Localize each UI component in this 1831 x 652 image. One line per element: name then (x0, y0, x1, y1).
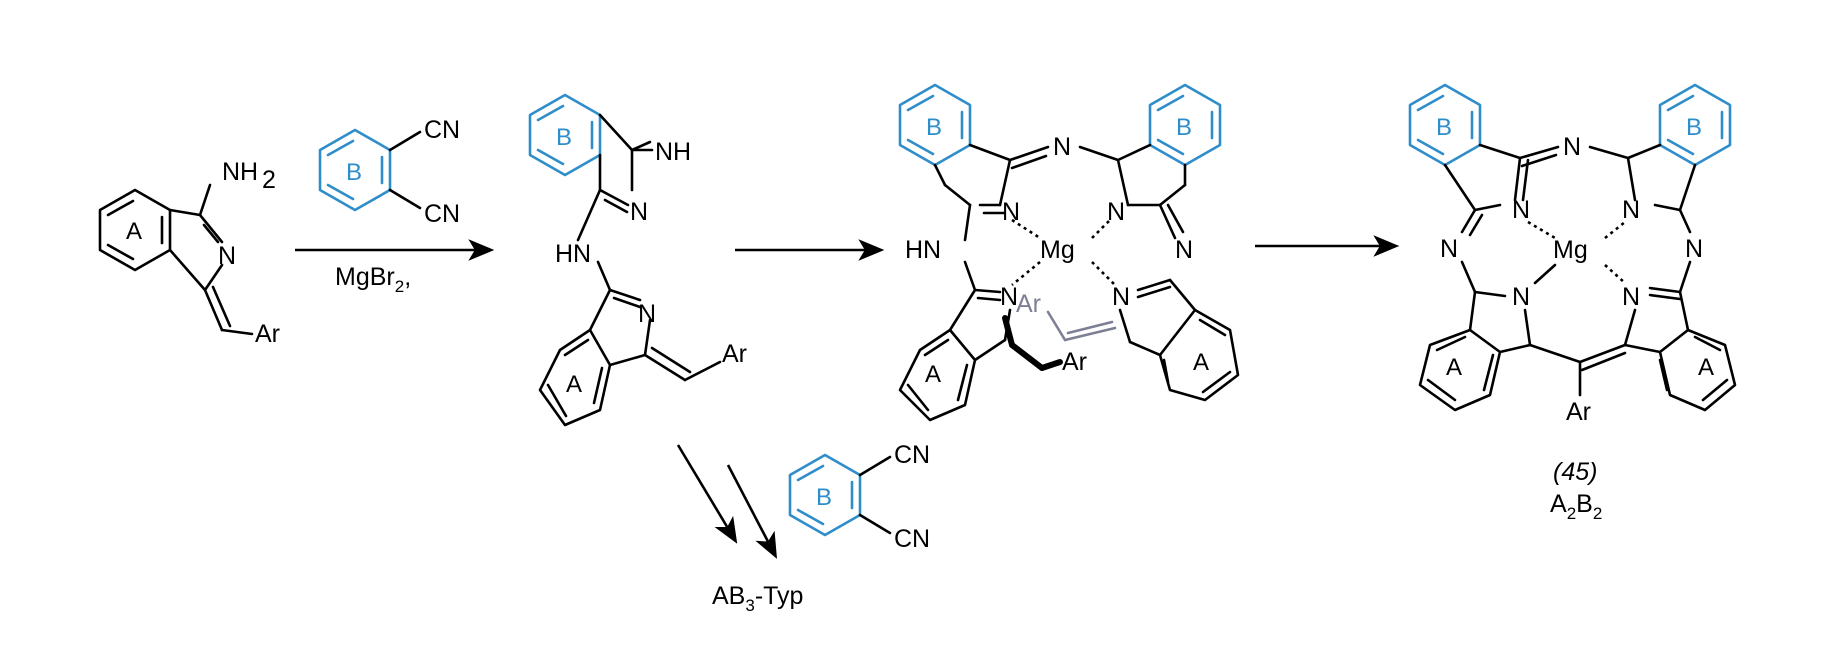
ring-a-label: A (925, 361, 941, 388)
compound-number: (45) (1553, 458, 1597, 486)
ar-label: Ar (255, 320, 280, 348)
n-label: N (1622, 283, 1640, 311)
n-label: N (1563, 133, 1581, 161)
ring-b-label: B (816, 484, 832, 511)
nh2-label: NH (222, 158, 258, 186)
ar-label: Ar (1566, 398, 1591, 426)
ring-b-label: B (1436, 114, 1452, 141)
ring-b-label: B (556, 124, 572, 151)
starting-material: NH 2 N Ar A (98, 158, 280, 348)
ring-a-label: A (1698, 354, 1714, 381)
n-label: N (1002, 198, 1020, 226)
dimer-intermediate: B NH N HN N Ar A (528, 93, 747, 427)
n-label: N (1440, 235, 1458, 263)
hn-label: HN (905, 236, 941, 264)
n-label: N (638, 300, 656, 328)
cn-label-bottom: CN (894, 525, 930, 553)
n-label: N (1175, 236, 1193, 264)
ring-a-label: A (566, 371, 582, 398)
mg-template-intermediate: B B N N HN N N Mg (898, 83, 1240, 422)
cn-label-top: CN (424, 116, 460, 144)
ring-b-label: B (926, 114, 942, 141)
phthalonitrile-b-bottom: CN CN B (788, 441, 930, 553)
n-label: N (1112, 283, 1130, 311)
ring-a-label: A (1446, 354, 1462, 381)
hn-label: HN (555, 240, 591, 268)
nh-label: NH (655, 138, 691, 166)
ar-label-grey: Ar (1016, 290, 1041, 318)
n-label: N (630, 198, 648, 226)
n-label: N (218, 242, 236, 270)
cn-label-top: CN (894, 441, 930, 469)
ring-a-label: A (1193, 349, 1209, 376)
n-label: N (1000, 283, 1018, 311)
n-label: N (1053, 133, 1071, 161)
cn-label-bottom: CN (424, 200, 460, 228)
ar-label: Ar (1062, 348, 1087, 376)
n-label: N (1622, 196, 1640, 224)
n-label: N (1512, 283, 1530, 311)
ring-b-label: B (1686, 114, 1702, 141)
n-label: N (1512, 196, 1530, 224)
nh2-subscript: 2 (262, 166, 276, 194)
n-label: N (1685, 235, 1703, 263)
n-label: N (1107, 198, 1125, 226)
mg-label: Mg (1553, 236, 1588, 264)
side-arrow-2 (726, 464, 778, 559)
reagent-label: MgBr2, (335, 263, 411, 296)
side-product-label: AB3-Typ (712, 582, 803, 615)
phthalonitrile-b-top: CN CN B (318, 116, 460, 228)
mg-label: Mg (1040, 236, 1075, 264)
ring-b-label: B (346, 159, 362, 186)
ar-label: Ar (722, 340, 747, 368)
ring-b-label: B (1176, 114, 1192, 141)
side-arrow-1 (676, 444, 738, 544)
product-45: B B N N N N N Mg N (1408, 83, 1737, 523)
ring-a-label: A (126, 218, 142, 245)
compound-formula: A2B2 (1550, 490, 1602, 523)
